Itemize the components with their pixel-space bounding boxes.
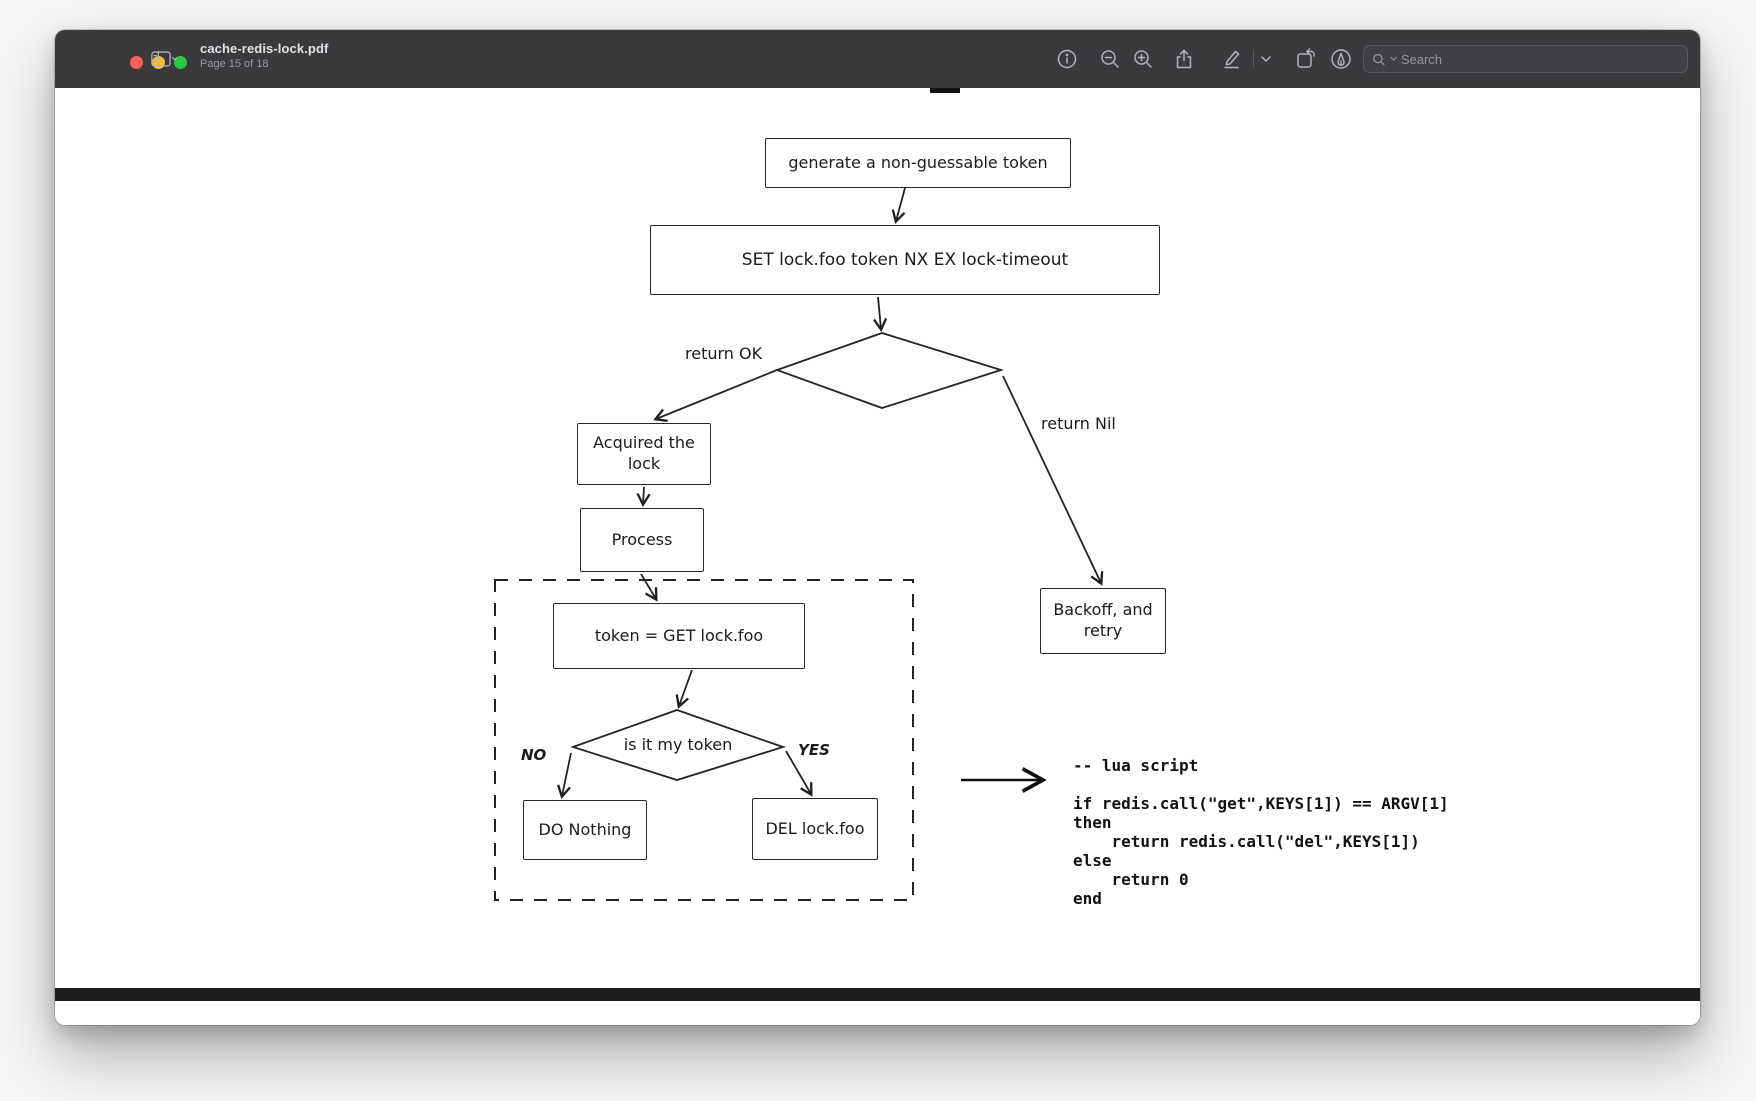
info-button[interactable]	[1054, 46, 1080, 72]
search-field[interactable]	[1363, 45, 1688, 73]
node-do-nothing: DO Nothing	[523, 800, 647, 860]
sidebar-toggle-button[interactable]	[151, 46, 177, 72]
titlebar: cache-redis-lock.pdf Page 15 of 18	[55, 30, 1700, 88]
node-generate-token: generate a non-guessable token	[765, 138, 1071, 188]
title-block: cache-redis-lock.pdf Page 15 of 18	[200, 41, 328, 70]
flowchart-connectors	[494, 187, 1104, 901]
previous-page-fragment	[930, 88, 960, 93]
pdf-page: generate a non-guessable token SET lock.…	[55, 88, 1700, 1025]
toolbar-divider	[1253, 50, 1254, 68]
dashed-region	[494, 579, 914, 901]
decision-set-result-diamond	[774, 332, 1004, 409]
zoom-in-icon	[1134, 50, 1152, 68]
zoom-out-button[interactable]	[1097, 46, 1123, 72]
chevron-down-icon	[1390, 57, 1397, 61]
search-input[interactable]	[1400, 51, 1679, 67]
zoom-in-button[interactable]	[1130, 46, 1156, 72]
edge-label-return-ok: return OK	[685, 344, 763, 363]
preview-window: cache-redis-lock.pdf Page 15 of 18	[55, 30, 1700, 1025]
chevron-down-icon	[172, 57, 177, 61]
share-button[interactable]	[1171, 46, 1197, 72]
node-acquired-lock: Acquired the lock	[577, 423, 711, 485]
sidebar-icon	[151, 51, 171, 67]
share-icon	[1176, 49, 1192, 69]
node-backoff-retry: Backoff, and retry	[1040, 588, 1166, 654]
markup-button[interactable]	[1328, 46, 1354, 72]
highlight-button[interactable]	[1219, 46, 1245, 72]
close-button[interactable]	[130, 56, 143, 69]
markup-icon	[1331, 49, 1351, 69]
highlight-options-button[interactable]	[1257, 46, 1275, 72]
rotate-icon	[1297, 48, 1315, 68]
node-process: Process	[580, 508, 704, 572]
info-icon	[1057, 49, 1077, 69]
highlight-icon	[1224, 50, 1240, 69]
decision-my-token-diamond	[570, 709, 786, 781]
page-separator	[55, 988, 1700, 1001]
zoom-window-button[interactable]	[174, 56, 187, 69]
edge-label-return-nil: return Nil	[1041, 414, 1116, 433]
decision-my-token-label: is it my token	[623, 735, 733, 754]
chevron-down-icon	[1261, 56, 1271, 62]
rotate-button[interactable]	[1293, 46, 1319, 72]
node-del-lock: DEL lock.foo	[752, 798, 878, 860]
lua-script-code: -- lua script if redis.call("get",KEYS[1…	[1073, 756, 1449, 908]
document-title: cache-redis-lock.pdf	[200, 41, 329, 56]
zoom-out-icon	[1101, 50, 1119, 68]
search-icon	[1373, 53, 1385, 65]
node-token-get: token = GET lock.foo	[553, 603, 805, 669]
edge-label-yes: YES	[798, 741, 830, 759]
edge-label-no: NO	[521, 746, 547, 764]
page-indicator: Page 15 of 18	[200, 58, 269, 70]
node-set-lock: SET lock.foo token NX EX lock-timeout	[650, 225, 1160, 295]
